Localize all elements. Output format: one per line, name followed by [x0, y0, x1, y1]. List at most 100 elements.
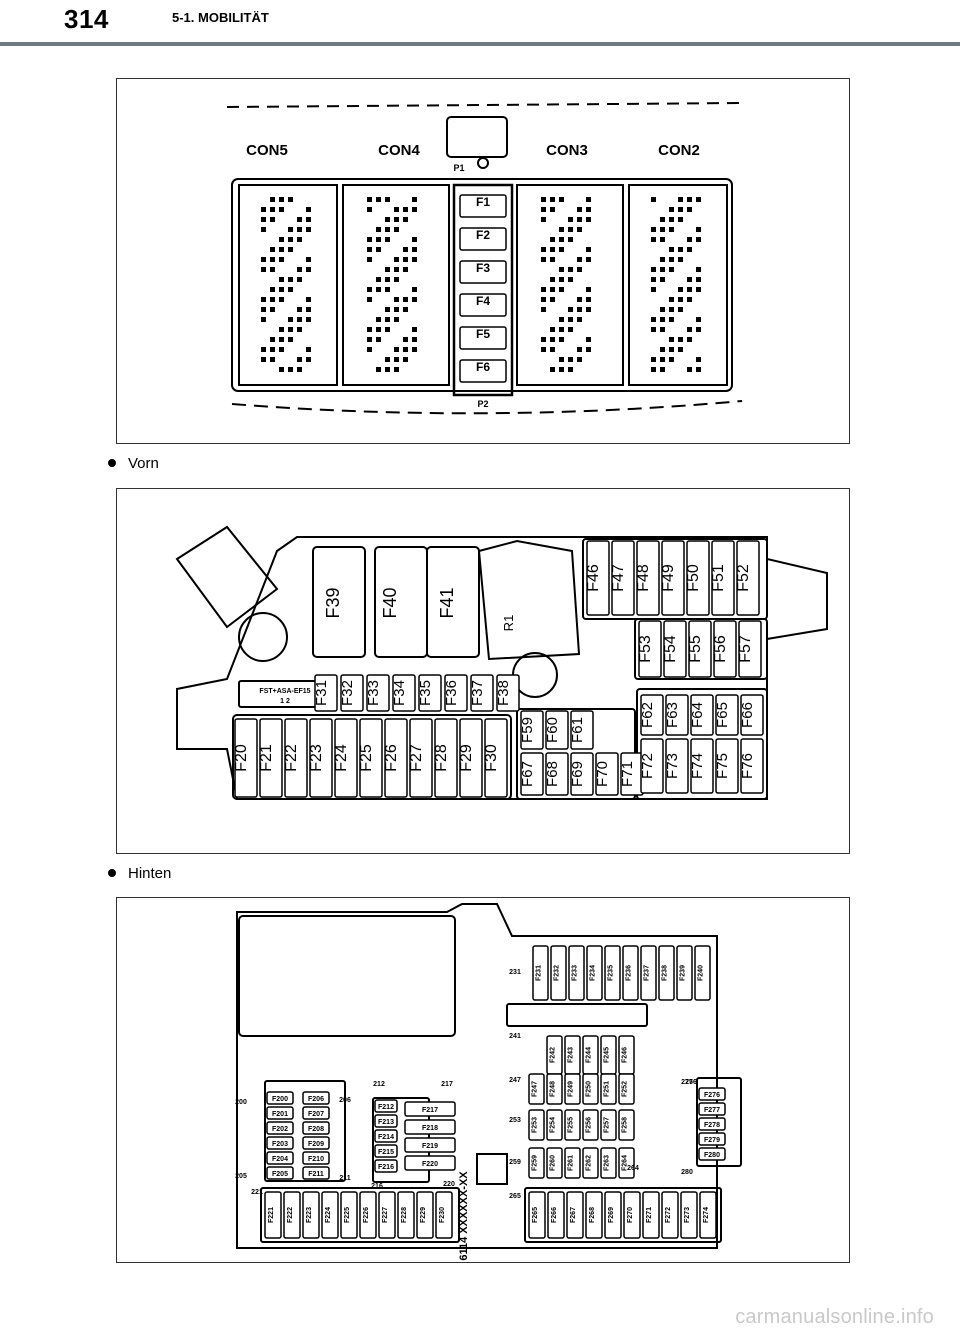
connector-label: CON3 [546, 142, 588, 159]
fuse-label: F244 [586, 1047, 593, 1063]
fuse-label: F27 [408, 744, 425, 772]
pin [385, 197, 390, 202]
pin [270, 307, 275, 312]
pin [412, 237, 417, 242]
fuse-slot [698, 1147, 726, 1161]
fuse-slot [698, 1087, 726, 1101]
pin [577, 297, 582, 302]
fuse-label: F256 [586, 1117, 593, 1133]
fuse-label: F49 [660, 564, 677, 592]
fuse-slot [435, 1191, 453, 1239]
pin [541, 217, 546, 222]
fuse-slot [528, 1147, 545, 1179]
slot-number: 205 [235, 1173, 247, 1180]
pin [367, 287, 372, 292]
fuse-label: F25 [358, 744, 375, 772]
pin [376, 327, 381, 332]
connector-label: CON4 [378, 142, 420, 159]
fuse-label: F276 [704, 1092, 720, 1099]
pin [394, 347, 399, 352]
fuse-slot [404, 1119, 456, 1135]
pin [367, 257, 372, 262]
pin [651, 287, 656, 292]
fuse-label: F274 [703, 1207, 710, 1223]
fuse-slot [334, 718, 358, 798]
fuse-label: F258 [622, 1117, 629, 1133]
fuse-slot [302, 1151, 330, 1165]
pin [568, 367, 573, 372]
pin [669, 227, 674, 232]
pin [288, 367, 293, 372]
fuse-slot [600, 1073, 617, 1105]
fuse-slot [636, 540, 660, 616]
fuse-slot [359, 1191, 377, 1239]
fuse-label: F56 [712, 635, 729, 663]
slot-number: 259 [509, 1159, 521, 1166]
pin [687, 287, 692, 292]
fuse-label: F280 [704, 1152, 720, 1159]
pin [297, 227, 302, 232]
fuse-slot [366, 674, 390, 712]
fuse-slot [264, 1191, 282, 1239]
fuse-slot [564, 1109, 581, 1141]
slot-number: 212 [373, 1081, 385, 1088]
pin [651, 327, 656, 332]
pin [586, 287, 591, 292]
fuse-slot [698, 1102, 726, 1116]
pin [559, 327, 564, 332]
fuse-label: F261 [568, 1155, 575, 1171]
pin [394, 317, 399, 322]
fuse-slot [740, 694, 764, 736]
fuse-slot [266, 1121, 294, 1135]
pin [696, 287, 701, 292]
pin [586, 247, 591, 252]
fuse-slot [302, 1106, 330, 1120]
fuse-slot [736, 540, 760, 616]
fuse-slot [582, 1073, 599, 1105]
pin [376, 367, 381, 372]
fuse-label: F74 [689, 753, 706, 779]
pin [394, 367, 399, 372]
pin [586, 307, 591, 312]
pin [550, 197, 555, 202]
fuse-slot [434, 718, 458, 798]
fuse-label: F236 [626, 965, 633, 981]
fuse-label: F200 [272, 1096, 288, 1103]
pin [687, 367, 692, 372]
pin [696, 327, 701, 332]
slot-number: 211 [339, 1175, 350, 1182]
pin [678, 337, 683, 342]
pin [550, 367, 555, 372]
pin [261, 217, 266, 222]
fuse-label: F259 [532, 1155, 539, 1171]
pin [577, 227, 582, 232]
pin [696, 237, 701, 242]
pin [550, 337, 555, 342]
pin [376, 287, 381, 292]
fuse-label: F225 [344, 1207, 351, 1223]
fuse-slot [585, 1191, 603, 1239]
fuse-slot [582, 1147, 599, 1179]
fuse-label: F5 [476, 327, 490, 341]
fuse-slot [309, 718, 333, 798]
pin [261, 207, 266, 212]
pin [288, 197, 293, 202]
pin [385, 327, 390, 332]
fuse-slot [604, 1191, 622, 1239]
pin [297, 307, 302, 312]
fuse-slot [470, 674, 494, 712]
fuse-slot [582, 1109, 599, 1141]
pin [261, 357, 266, 362]
fuse-label: F266 [551, 1207, 558, 1223]
fuse-slot [384, 718, 408, 798]
pin [412, 347, 417, 352]
fuse-label: F218 [422, 1125, 438, 1132]
pin [270, 247, 275, 252]
pin [306, 227, 311, 232]
fuse-label: F216 [378, 1164, 394, 1171]
pin [669, 337, 674, 342]
fuse-label: F203 [272, 1141, 288, 1148]
pin [669, 347, 674, 352]
pin [367, 337, 372, 342]
